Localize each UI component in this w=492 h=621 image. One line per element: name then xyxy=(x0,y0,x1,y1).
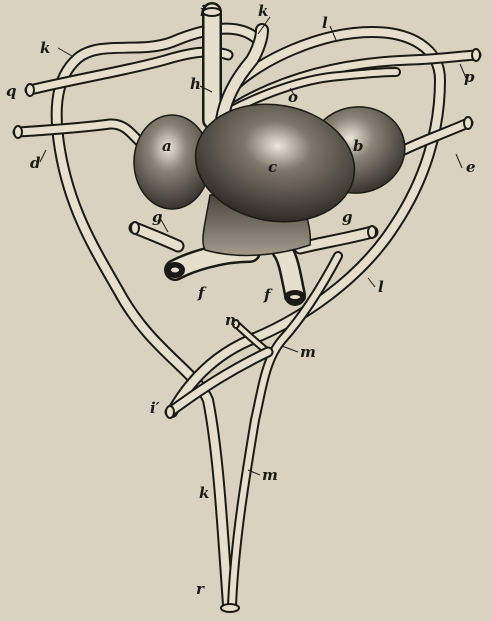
label-m-lower: m xyxy=(262,466,278,484)
label-g-left: g xyxy=(152,208,163,226)
label-r: r xyxy=(196,580,205,598)
vessel-d xyxy=(18,124,140,142)
label-m-upper: m xyxy=(300,343,316,361)
label-n: n xyxy=(225,311,236,329)
label-d: d xyxy=(30,154,41,172)
label-h: h xyxy=(190,75,201,93)
label-q: q xyxy=(6,82,17,100)
label-g-right: g xyxy=(342,208,353,226)
label-i-prime: i′ xyxy=(150,399,160,417)
label-a: a xyxy=(162,137,172,155)
label-c: c xyxy=(268,158,277,176)
label-l-top: l xyxy=(322,14,328,32)
vessel-m xyxy=(232,256,338,605)
label-k-top: k xyxy=(258,2,268,20)
vessel-g-left xyxy=(135,228,178,246)
label-l-right: l xyxy=(378,278,384,296)
label-f-right: f xyxy=(263,286,273,304)
label-k-left: k xyxy=(40,39,50,57)
label-f-left: f xyxy=(197,284,207,302)
vessel-f-right xyxy=(282,250,295,295)
label-o: o xyxy=(288,88,298,106)
label-k-lower: k xyxy=(199,484,209,502)
label-i: i xyxy=(200,2,206,20)
label-b: b xyxy=(353,137,364,155)
label-e: e xyxy=(466,158,476,176)
